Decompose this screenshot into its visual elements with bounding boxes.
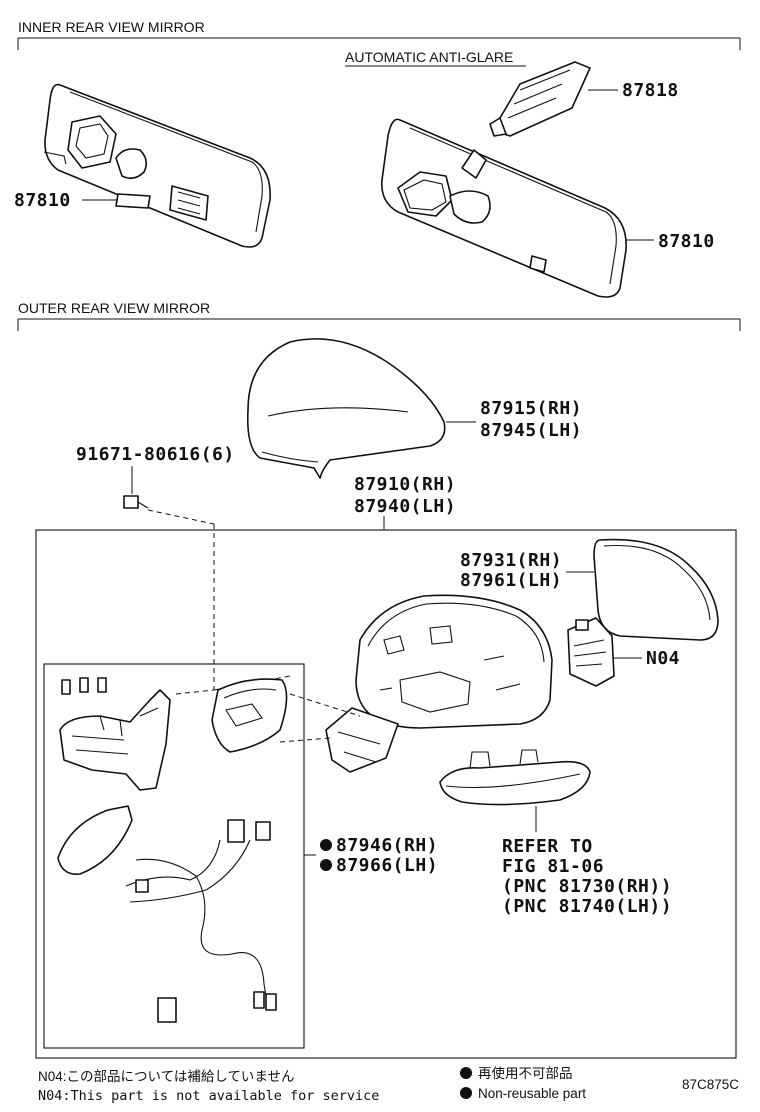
- non-reusable-dot-2: [320, 859, 332, 871]
- label-87931: 87931(RH): [460, 550, 562, 571]
- screw-dashed-line: [147, 509, 215, 525]
- label-87818: 87818: [622, 80, 679, 101]
- sub-assembly-box: [43, 663, 305, 1049]
- label-87946: 87946(RH): [336, 835, 438, 856]
- label-87940: 87940(LH): [354, 496, 456, 517]
- n04-actuator: [567, 617, 615, 687]
- figure-code: 87C875C: [682, 1077, 739, 1092]
- inner-mirror-left: [43, 83, 271, 248]
- legend-jp: 再使用不可部品: [478, 1065, 573, 1081]
- actuator-bracket: [59, 689, 171, 791]
- label-91671: 91671-80616(6): [76, 444, 235, 465]
- label-87810-left: 87810: [14, 190, 71, 211]
- wire-harness: [125, 819, 277, 1023]
- note-n04-jp: N04:この部品については補給していません: [38, 1069, 295, 1084]
- label-87966: 87966(LH): [336, 855, 438, 876]
- assembly-box: [35, 529, 737, 1059]
- sub-screws: [61, 677, 107, 695]
- refer-line-3: (PNC 81730(RH)): [502, 876, 672, 897]
- label-87915: 87915(RH): [480, 398, 582, 419]
- sensor-cover-87818: [489, 61, 591, 137]
- outer-section-bracket: [17, 318, 741, 331]
- label-87910: 87910(RH): [354, 474, 456, 495]
- anti-glare-subtitle: AUTOMATIC ANTI-GLARE: [345, 49, 513, 65]
- label-87810-right: 87810: [658, 231, 715, 252]
- legend-en: Non-reusable part: [478, 1086, 586, 1101]
- turn-signal-lamp: [439, 749, 591, 806]
- note-n04-en: N04:This part is not available for servi…: [38, 1088, 379, 1104]
- inner-section-bracket: [17, 37, 741, 50]
- mirror-cover: [246, 338, 446, 479]
- label-n04: N04: [646, 648, 680, 669]
- label-87945: 87945(LH): [480, 420, 582, 441]
- outer-section-title: OUTER REAR VIEW MIRROR: [18, 300, 210, 316]
- refer-line-1: REFER TO: [502, 836, 593, 857]
- mirror-glass: [593, 538, 719, 641]
- inner-section-title: INNER REAR VIEW MIRROR: [18, 19, 205, 35]
- label-87961: 87961(LH): [460, 570, 562, 591]
- inner-mirror-antiglare: [381, 118, 627, 298]
- mirror-housing: [325, 594, 553, 773]
- legend-dot-en: [460, 1087, 472, 1099]
- refer-line-4: (PNC 81740(LH)): [502, 896, 672, 917]
- cover-panel: [57, 805, 133, 875]
- legend-dot-jp: [460, 1067, 472, 1079]
- refer-line-2: FIG 81-06: [502, 856, 604, 877]
- small-mirror-glass: [211, 678, 288, 753]
- screw-91671: [123, 495, 149, 509]
- non-reusable-dot-1: [320, 839, 332, 851]
